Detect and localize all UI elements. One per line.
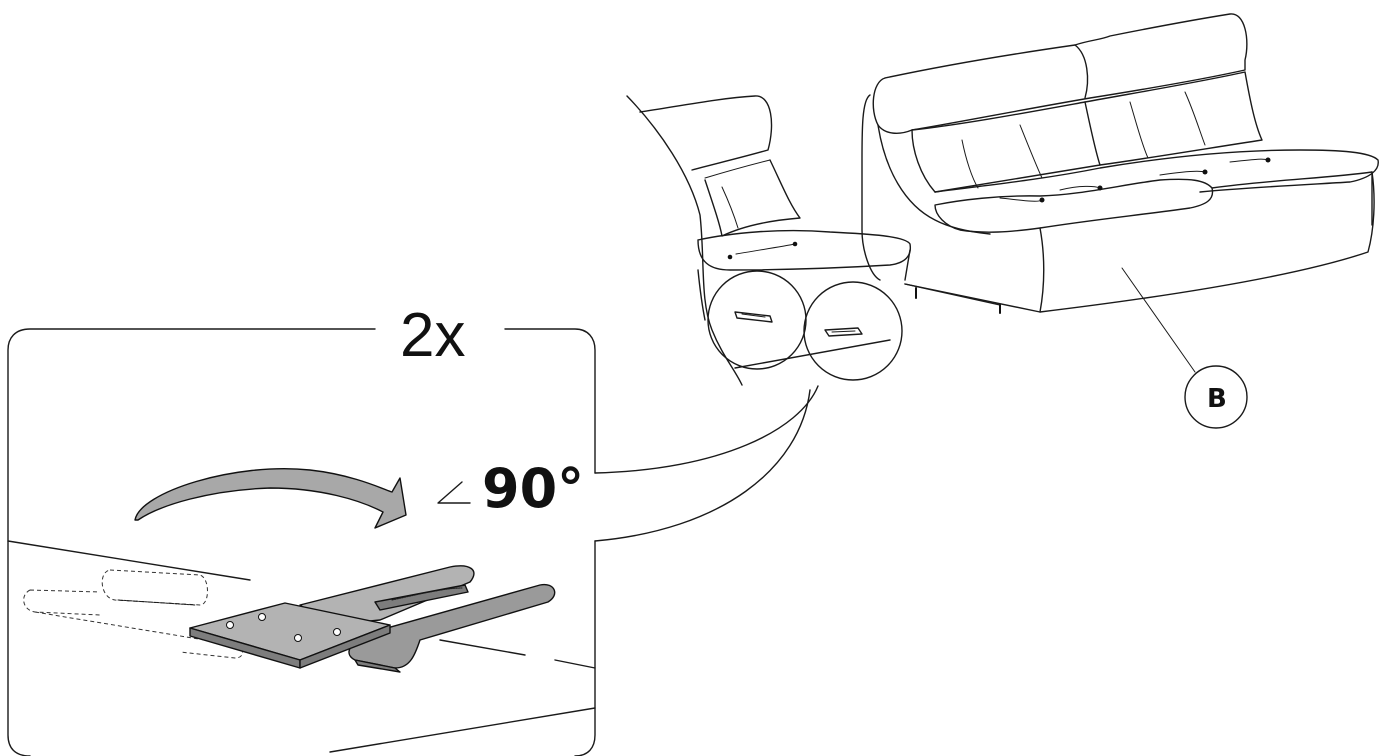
curved-arrow-icon	[134, 468, 407, 529]
part-label-b: B	[1207, 384, 1227, 414]
sofa-module-b	[861, 13, 1379, 429]
sofa-module-corner	[594, 95, 912, 542]
angle-icon	[437, 481, 471, 504]
quantity-label: 2x	[400, 301, 465, 370]
angle-label: 90°	[482, 457, 584, 520]
detail-box	[7, 328, 596, 756]
